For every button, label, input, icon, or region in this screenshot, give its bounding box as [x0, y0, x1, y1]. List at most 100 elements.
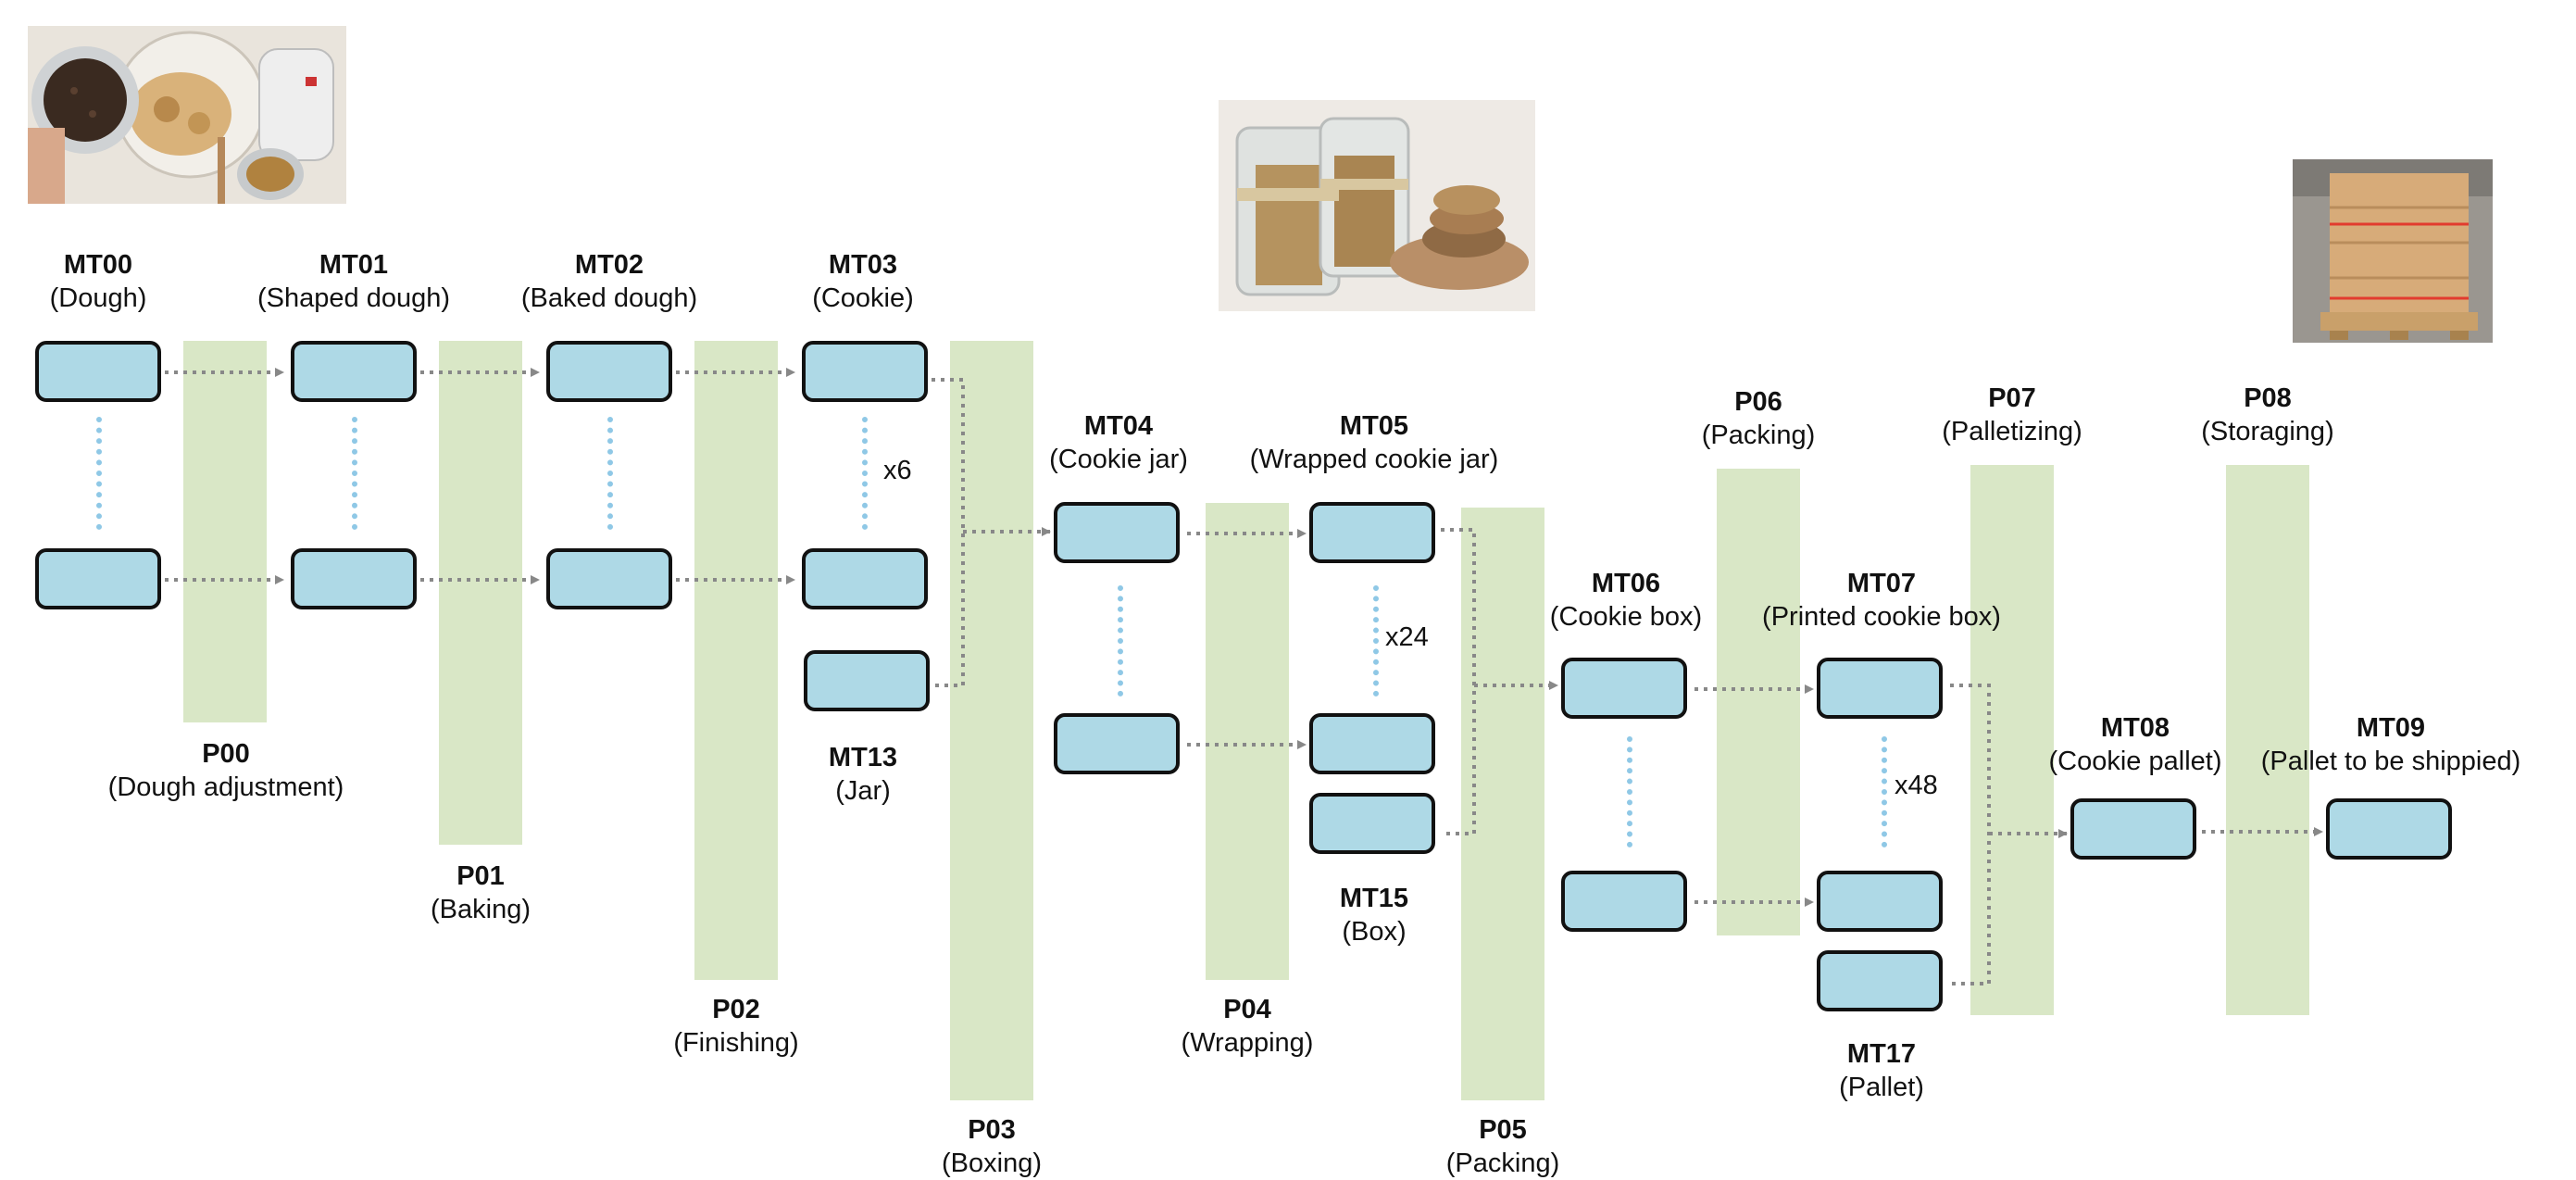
label-mt03: MT03 (Cookie) — [812, 248, 914, 315]
label-mt17-desc: (Pallet) — [1839, 1073, 1924, 1102]
process-bar-p07 — [1970, 465, 2054, 1015]
label-mt08: MT08 (Cookie pallet) — [2049, 711, 2222, 778]
label-p07-desc: (Palletizing) — [1942, 417, 2082, 446]
label-mt04: MT04 (Cookie jar) — [1049, 409, 1188, 476]
multiplier-jar: x24 — [1385, 622, 1429, 652]
process-bar-p04 — [1206, 503, 1289, 980]
connector-dots-mt07 — [1882, 736, 1887, 847]
label-mt09: MT09 (Pallet to be shippied) — [2261, 711, 2521, 778]
label-mt00-desc: (Dough) — [49, 283, 147, 313]
label-p08: P08 (Storaging) — [2201, 382, 2333, 448]
material-box-mt06-b — [1561, 871, 1687, 932]
label-p03: P03 (Boxing) — [942, 1113, 1042, 1180]
material-box-mt15 — [1309, 793, 1435, 854]
label-mt17-code: MT17 — [1846, 1039, 1917, 1069]
label-mt04-desc: (Cookie jar) — [1049, 445, 1188, 474]
baking-dough-photo — [28, 26, 346, 204]
label-p03-code: P03 — [968, 1115, 1016, 1145]
label-mt05: MT05 (Wrapped cookie jar) — [1250, 409, 1499, 476]
label-mt05-code: MT05 — [1339, 411, 1409, 441]
cookie-jars-photo — [1219, 100, 1535, 311]
label-mt06-desc: (Cookie box) — [1549, 602, 1703, 632]
label-p02-code: P02 — [712, 995, 760, 1024]
label-p08-desc: (Storaging) — [2201, 417, 2334, 446]
label-p07: P07 (Palletizing) — [1942, 382, 2082, 448]
label-mt13: MT13 (Jar) — [829, 741, 897, 808]
label-mt02-desc: (Baked dough) — [520, 283, 698, 313]
label-mt04-code: MT04 — [1083, 411, 1154, 441]
process-bar-p01 — [439, 341, 522, 845]
material-box-mt05-b — [1309, 713, 1435, 774]
label-mt00-code: MT00 — [63, 250, 133, 280]
material-box-mt03-a — [802, 341, 928, 402]
label-mt08-desc: (Cookie pallet) — [2048, 747, 2222, 776]
label-p01-desc: (Baking) — [431, 895, 531, 924]
label-mt07-code: MT07 — [1846, 569, 1917, 598]
label-p04-desc: (Wrapping) — [1181, 1028, 1314, 1058]
label-p03-desc: (Boxing) — [942, 1149, 1042, 1178]
label-p05: P05 (Packing) — [1446, 1113, 1560, 1180]
label-p05-desc: (Packing) — [1445, 1149, 1560, 1178]
material-box-mt08 — [2070, 798, 2196, 860]
label-mt13-code: MT13 — [828, 743, 898, 772]
process-bar-p06 — [1717, 469, 1800, 935]
label-mt07-desc: (Printed cookie box) — [1762, 602, 2001, 632]
label-mt05-desc: (Wrapped cookie jar) — [1249, 445, 1499, 474]
label-p01-code: P01 — [456, 861, 505, 891]
process-bar-p03 — [950, 341, 1033, 1100]
label-p08-code: P08 — [2244, 383, 2292, 413]
process-bar-p00 — [183, 341, 267, 722]
label-mt08-code: MT08 — [2100, 713, 2170, 743]
label-p00-desc: (Dough adjustment) — [107, 772, 344, 802]
pallet-boxes-photo — [2293, 159, 2493, 343]
label-p06-desc: (Packing) — [1701, 421, 1816, 450]
multiplier-box: x48 — [1894, 771, 1938, 800]
material-box-mt06-a — [1561, 658, 1687, 719]
label-mt00: MT00 (Dough) — [50, 248, 147, 315]
label-p07-code: P07 — [1988, 383, 2036, 413]
label-p00-code: P00 — [202, 739, 250, 769]
connector-dots-mt06 — [1627, 736, 1632, 847]
label-mt15-code: MT15 — [1339, 884, 1409, 913]
arrow-mt03-mt13-merge — [932, 378, 1050, 687]
material-box-mt04-a — [1054, 502, 1180, 563]
label-p02-desc: (Finishing) — [673, 1028, 799, 1058]
label-p06-code: P06 — [1734, 387, 1782, 417]
label-mt13-desc: (Jar) — [835, 776, 891, 806]
label-mt03-desc: (Cookie) — [812, 283, 914, 313]
label-mt01: MT01 (Shaped dough) — [257, 248, 450, 315]
material-box-mt17 — [1817, 950, 1943, 1011]
label-p02: P02 (Finishing) — [673, 993, 798, 1060]
material-box-mt02-a — [546, 341, 672, 402]
label-p06: P06 (Packing) — [1702, 385, 1816, 452]
connector-dots-mt03 — [862, 417, 868, 530]
material-box-mt13 — [804, 650, 930, 711]
arrow-mt07-mt17-merge — [1950, 684, 2067, 985]
process-bar-p02 — [694, 341, 778, 980]
label-mt17: MT17 (Pallet) — [1839, 1037, 1924, 1104]
label-mt02: MT02 (Baked dough) — [521, 248, 697, 315]
material-box-mt03-b — [802, 548, 928, 609]
label-mt03-code: MT03 — [828, 250, 898, 280]
connector-dots-mt02 — [607, 417, 613, 530]
material-box-mt02-b — [546, 548, 672, 609]
connector-dots-mt05 — [1373, 585, 1379, 697]
label-mt09-desc: (Pallet to be shippied) — [2260, 747, 2521, 776]
connector-dots-mt04 — [1118, 585, 1123, 697]
label-mt07: MT07 (Printed cookie box) — [1762, 567, 2001, 634]
label-p04-code: P04 — [1223, 995, 1271, 1024]
material-box-mt00-b — [35, 548, 161, 609]
label-p05-code: P05 — [1479, 1115, 1527, 1145]
material-box-mt09 — [2326, 798, 2452, 860]
label-mt01-code: MT01 — [319, 250, 389, 280]
process-bar-p08 — [2226, 465, 2309, 1015]
material-box-mt04-b — [1054, 713, 1180, 774]
connector-dots-mt01 — [352, 417, 357, 530]
label-mt15: MT15 (Box) — [1340, 882, 1408, 948]
multiplier-cookie: x6 — [883, 456, 912, 485]
arrow-mt05-mt15-merge — [1441, 528, 1557, 835]
label-mt06: MT06 (Cookie box) — [1550, 567, 1702, 634]
label-p04: P04 (Wrapping) — [1182, 993, 1314, 1060]
